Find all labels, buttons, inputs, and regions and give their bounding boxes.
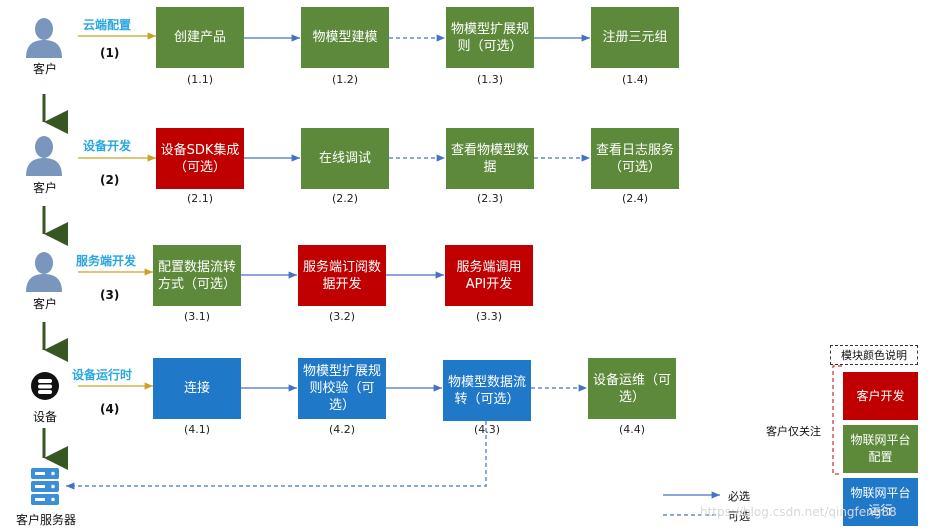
step-number: (3.3) xyxy=(475,310,503,323)
step-box-device-ops: 设备运维（可选） xyxy=(588,358,676,419)
phase-label: 设备运行时 xyxy=(72,368,133,382)
step-box-model-data-flow: 物模型数据流转（可选） xyxy=(443,360,531,421)
actor-label: 客户服务器 xyxy=(15,513,76,527)
step-box-sdk-integration: 设备SDK集成（可选） xyxy=(156,128,244,189)
step-box-rule-validation: 物模型扩展规则校验（可选） xyxy=(298,358,386,419)
step-number: (1.1) xyxy=(186,73,214,86)
device-icon xyxy=(31,372,59,400)
row-index: (2) xyxy=(100,173,120,187)
step-number: (2.2) xyxy=(331,192,359,205)
server-icon xyxy=(31,468,59,505)
step-number: (1.2) xyxy=(331,73,359,86)
step-number: (4.2) xyxy=(328,423,356,436)
step-number: (2.1) xyxy=(186,192,214,205)
phase-label: 设备开发 xyxy=(83,139,132,153)
step-box-extension-rules: 物模型扩展规则（可选） xyxy=(446,7,534,68)
customer-person-icon xyxy=(26,252,62,292)
legend-platform-runtime: 物联网平台运行 xyxy=(843,478,918,526)
step-box-server-api: 服务端调用API开发 xyxy=(445,245,533,306)
step-box-create-product: 创建产品 xyxy=(156,7,244,68)
step-number: (4.4) xyxy=(618,423,646,436)
actor-label: 客户 xyxy=(32,297,57,311)
legend-platform-config: 物联网平台配置 xyxy=(843,425,918,473)
step-box-thing-model: 物模型建模 xyxy=(301,7,389,68)
step-box-online-debug: 在线调试 xyxy=(301,128,389,189)
actor-label: 客户 xyxy=(32,181,57,195)
step-number: (2.3) xyxy=(476,192,504,205)
step-number: (4.3) xyxy=(473,423,501,436)
step-box-register-triple: 注册三元组 xyxy=(591,7,679,68)
step-box-data-forwarding: 配置数据流转方式（可选） xyxy=(153,245,241,306)
legend-optional: 可选 xyxy=(728,510,750,523)
step-number: (1.4) xyxy=(621,73,649,86)
phase-label: 云端配置 xyxy=(83,18,132,32)
step-box-view-logs: 查看日志服务（可选） xyxy=(591,128,679,189)
step-number: (3.2) xyxy=(328,310,356,323)
legend-customer-dev: 客户开发 xyxy=(843,372,918,420)
step-number: (1.3) xyxy=(476,73,504,86)
step-box-server-subscription: 服务端订阅数据开发 xyxy=(298,245,386,306)
row-index: (4) xyxy=(100,402,120,416)
step-box-connect: 连接 xyxy=(153,358,241,419)
legend-title: 模块颜色说明 xyxy=(830,345,918,365)
legend-customer-only: 客户仅关注 xyxy=(766,425,821,438)
customer-person-icon xyxy=(26,136,62,176)
row-index: (1) xyxy=(100,46,120,60)
watermark: https://blog.csdn.net/qingfeng88 xyxy=(700,505,897,519)
step-number: (3.1) xyxy=(183,310,211,323)
step-number: (4.1) xyxy=(183,423,211,436)
row-index: (3) xyxy=(100,288,120,302)
legend-required: 必选 xyxy=(728,490,750,503)
actor-label: 设备 xyxy=(32,410,57,424)
step-box-view-model-data: 查看物模型数据 xyxy=(446,128,534,189)
customer-person-icon xyxy=(26,18,62,58)
step-number: (2.4) xyxy=(621,192,649,205)
actor-label: 客户 xyxy=(32,62,57,76)
phase-label: 服务端开发 xyxy=(76,254,137,268)
